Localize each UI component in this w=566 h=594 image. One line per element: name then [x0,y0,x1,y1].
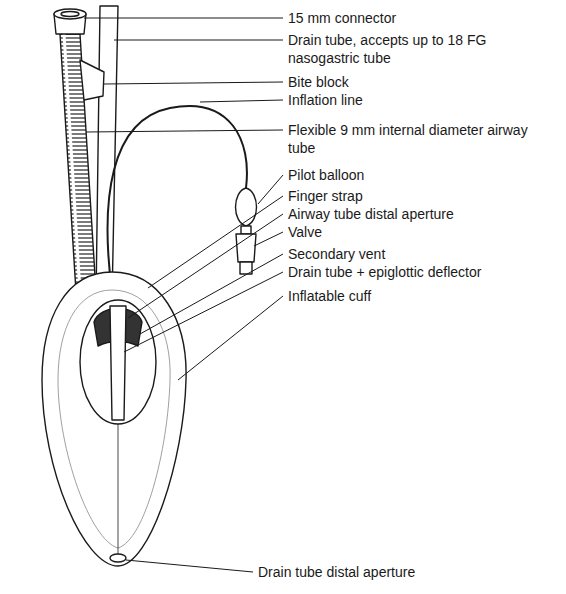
drain-aperture [110,554,126,562]
bite-block [80,60,104,100]
valve [236,234,256,262]
part-label: Pilot balloon [288,166,528,184]
epiglottic-deflector [110,306,126,420]
part-label: Finger strap [288,187,528,205]
part-label: 15 mm connector [288,9,528,27]
part-label: Drain tube + epiglottic deflector [288,263,528,281]
part-label: Flexible 9 mm internal diameter airway t… [288,121,528,157]
part-label: Drain tube, accepts up to 18 FG nasogast… [288,31,528,67]
cuff-bowl [80,300,156,424]
part-label: Inflatable cuff [288,287,528,305]
part-label: Secondary vent [288,245,528,263]
inflatable-cuff [42,272,186,566]
part-label: Valve [288,223,528,241]
part-label: Inflation line [288,91,528,109]
part-label: Bite block [288,73,528,91]
pilot-balloon [236,188,257,226]
leader-lines [84,18,283,572]
part-label: Airway tube distal aperture [288,205,528,223]
inflation-line [108,106,247,292]
part-label: Drain tube distal aperture [258,563,498,581]
drain-tube [96,6,118,300]
